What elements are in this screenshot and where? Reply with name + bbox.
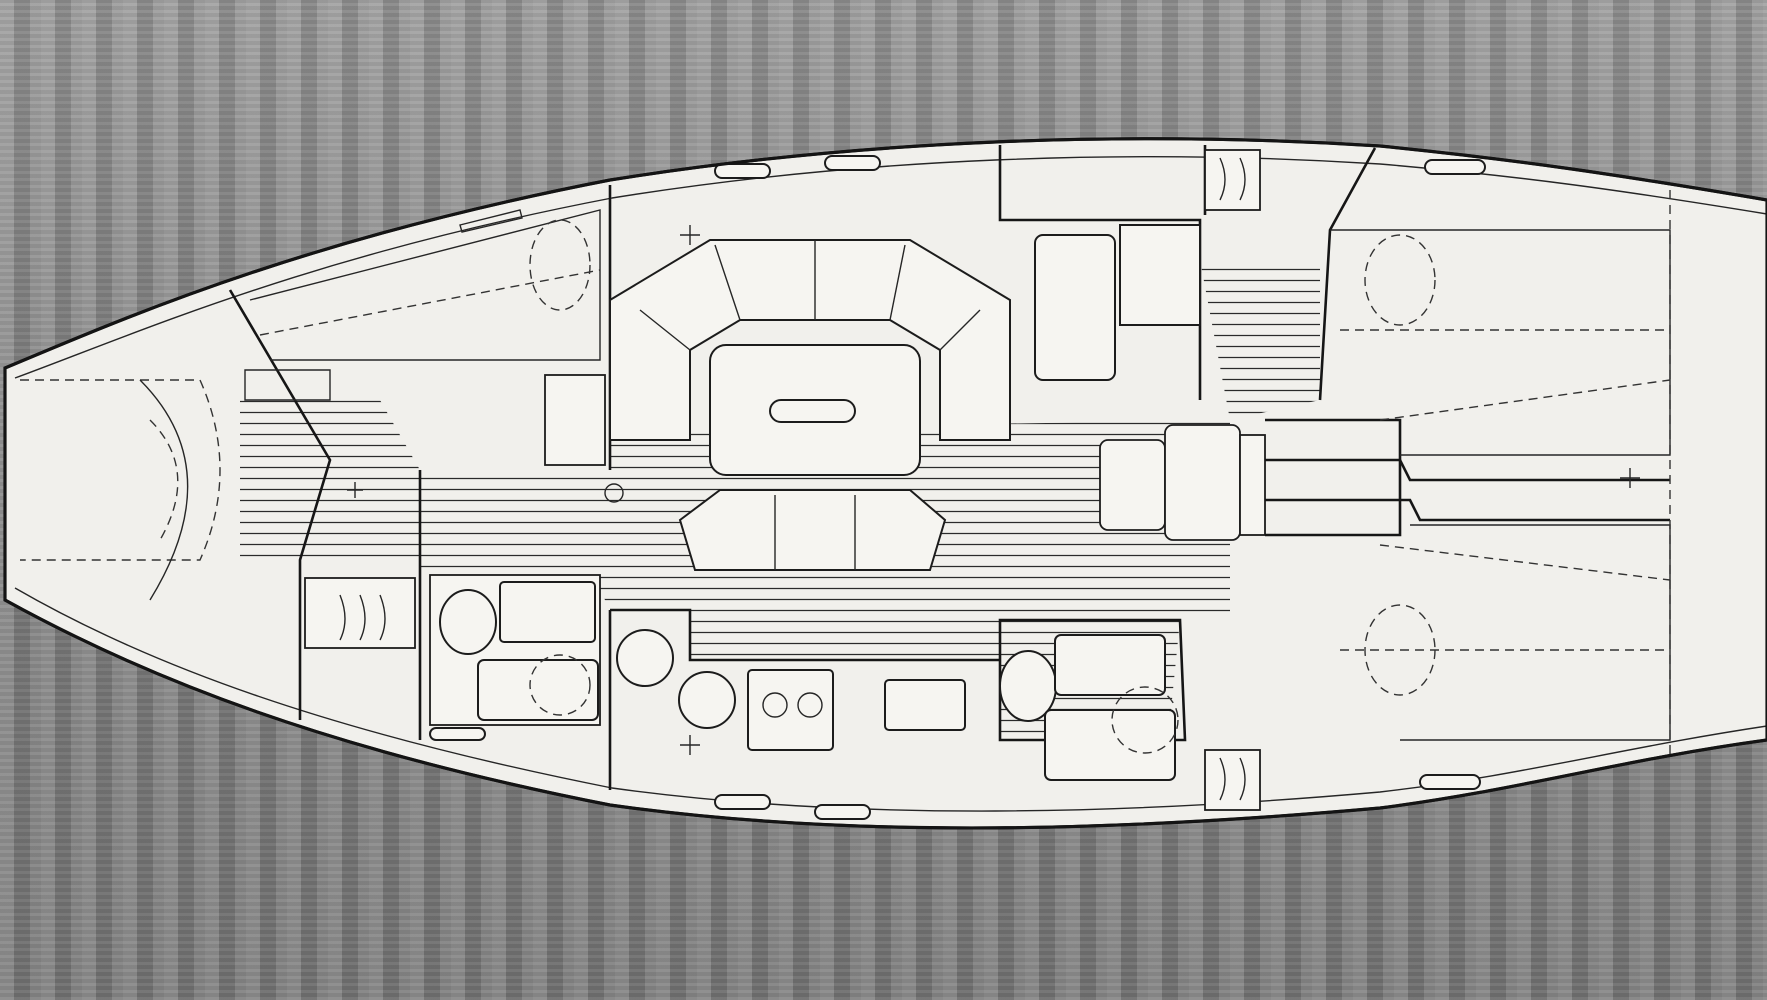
v-berth-outline xyxy=(20,379,221,561)
aft-locker xyxy=(1204,749,1261,811)
aft-port-pillow xyxy=(1364,234,1436,326)
forward-locker xyxy=(244,369,331,401)
aft-cabin-sole xyxy=(1200,260,1320,420)
forward-head-toilet-box xyxy=(477,659,599,721)
hatch-7 xyxy=(429,727,486,741)
aft-port-locker-lines xyxy=(1219,157,1246,201)
galley-sink-1 xyxy=(616,629,674,687)
nav-table xyxy=(1119,224,1201,326)
aft-cabin-divider xyxy=(1265,458,1670,522)
forward-bulkhead xyxy=(228,289,332,720)
registration-mark-3 xyxy=(1620,468,1640,488)
forward-head-sink xyxy=(439,589,497,655)
aft-port-berth-dash xyxy=(1340,329,1671,421)
companionway-step-2 xyxy=(1164,424,1241,541)
aft-head-counter xyxy=(1054,634,1166,696)
saloon-cabinet xyxy=(544,374,606,466)
companionway-step-1 xyxy=(1099,439,1166,531)
hatch-6 xyxy=(1419,774,1481,790)
forward-head-counter xyxy=(499,581,596,643)
aft-head-toilet xyxy=(1111,686,1179,754)
hatch-5 xyxy=(814,804,871,820)
aft-starboard-pillow xyxy=(1364,604,1436,696)
aft-port-locker xyxy=(1204,149,1261,211)
hatch-1 xyxy=(714,163,771,179)
stove-burner-1 xyxy=(762,692,788,718)
aft-head-toilet-box xyxy=(1044,709,1176,781)
mast-step xyxy=(604,483,624,503)
hatch-3 xyxy=(1424,159,1486,175)
forward-cabin-hatch xyxy=(459,209,523,233)
saloon-settee-bottom xyxy=(678,489,947,571)
forward-head-locker xyxy=(304,577,416,649)
galley-sink-2 xyxy=(678,671,736,729)
settee-bottom-divisions xyxy=(774,495,856,570)
galley-fridge xyxy=(884,679,966,731)
hull-outline-stroke xyxy=(3,137,1767,830)
registration-mark-1 xyxy=(680,225,700,245)
aft-locker-lines xyxy=(1219,757,1246,801)
nav-seat xyxy=(1034,234,1116,381)
v-berth-pillow xyxy=(149,419,179,541)
forward-cabin-pillow xyxy=(529,219,591,311)
saloon-table-leaf xyxy=(769,399,856,423)
galley-stove xyxy=(747,669,834,751)
aft-head-wall xyxy=(998,618,1187,742)
dinette-seat-divisions xyxy=(639,240,981,351)
inner-hull-line-lower xyxy=(14,587,1767,812)
forward-cabin-berth xyxy=(249,209,601,361)
inner-hull-line xyxy=(14,156,1767,379)
registration-mark-2 xyxy=(680,735,700,755)
hatch-2 xyxy=(824,155,881,171)
aft-starboard-berth-dash xyxy=(1340,544,1671,651)
registration-mark-4 xyxy=(347,482,363,498)
galley-wall xyxy=(610,608,1000,662)
stove-burner-2 xyxy=(797,692,823,718)
companionway-step-3 xyxy=(1239,434,1266,536)
forward-cabin-berth-dash xyxy=(259,269,601,336)
engine-box xyxy=(1265,418,1402,537)
forward-head-toilet xyxy=(529,654,591,716)
forward-locker-lines xyxy=(339,594,386,641)
hatch-4 xyxy=(714,794,771,810)
v-berth-cushion xyxy=(139,379,189,601)
